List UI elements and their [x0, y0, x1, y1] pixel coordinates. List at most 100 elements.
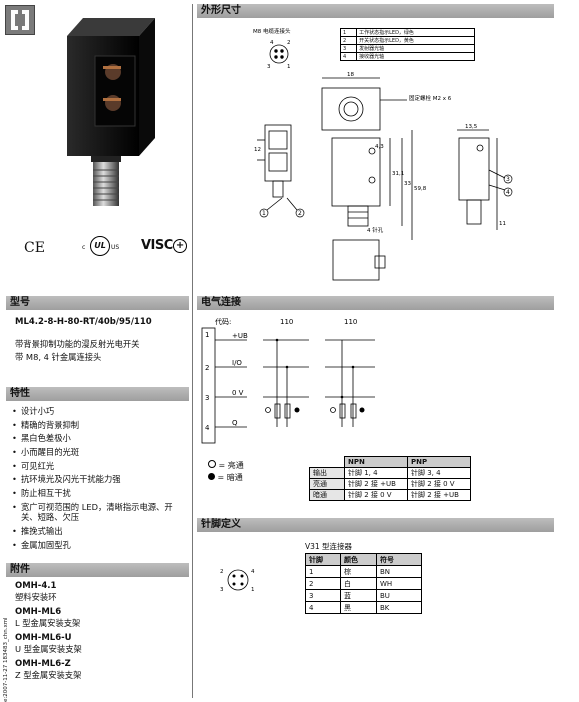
code-value-2: 110 — [344, 318, 357, 326]
feature-item: 防止相互干扰 — [10, 488, 180, 499]
section-header-electrical: 电气连接 — [197, 296, 554, 310]
section-header-features: 特性 — [6, 387, 189, 401]
model-desc-1: 带背景抑制功能的漫反射光电开关 — [15, 339, 140, 349]
dim-12: 12 — [254, 147, 261, 153]
company-logo — [5, 5, 35, 35]
pin-diag-label: 1 — [251, 587, 255, 593]
dim-31-1: 31,1 — [392, 171, 404, 177]
dim-33: 33 — [404, 181, 411, 187]
feature-item: 黑白色差极小 — [10, 433, 180, 444]
table-row: NPN PNP — [309, 456, 471, 468]
table-header: 颜色 — [340, 553, 377, 566]
ul-us-label: US — [111, 244, 120, 251]
visc-mark: VISC+ — [141, 238, 187, 254]
table-cell: 针脚 2 接 +UB — [344, 478, 408, 490]
table-cell: 黑 — [340, 601, 377, 614]
pin-number: 1 — [205, 331, 209, 339]
side-date-text: e:2007-11-27 183483_chn.xml — [3, 617, 9, 702]
table-row: 输出 针脚 1, 4 针脚 3, 4 — [309, 467, 471, 479]
legend-on-text: = 亮通 — [218, 461, 244, 470]
ul-c-label: c — [82, 244, 86, 251]
leader-1: 1 — [262, 210, 266, 217]
circle-filled-icon — [208, 473, 215, 480]
feature-list: 设计小巧 精确的背景抑制 黑白色差极小 小而醒目的光斑 可见红光 抗环境光及闪光… — [10, 406, 180, 553]
feature-item: 抗环境光及闪光干扰能力强 — [10, 474, 180, 485]
accessory-desc: 塑料安装环 — [15, 592, 57, 602]
table-header: NPN — [344, 456, 408, 468]
pin-diag-label: 3 — [220, 587, 224, 593]
connector-title: V31 型连接器 — [305, 542, 353, 551]
dim-11: 11 — [499, 221, 506, 227]
leader-4: 4 — [506, 189, 510, 196]
dimension-drawing: 1 2 3 4 M8 电缆连接头 4 2 3 1 固定螺栓 M2 x 6 18 … — [253, 27, 513, 281]
section-header-dimensions: 外形尺寸 — [197, 4, 554, 18]
ul-circle: UL — [90, 236, 110, 256]
feature-item: 宽广可视范围的 LED，清晰指示电源、开关、短路、欠压 — [10, 502, 180, 523]
table-cell: WH — [376, 577, 422, 590]
accessory-desc: Z 型金属安装支架 — [15, 670, 82, 680]
accessory-code: OMH-ML6 — [15, 607, 62, 617]
code-value-1: 110 — [280, 318, 293, 326]
ce-mark: CE — [24, 240, 45, 256]
m8-connector-label: M8 电缆连接头 — [253, 27, 291, 35]
accessory-desc: U 型金属安装支架 — [15, 644, 82, 654]
leader-2: 2 — [298, 210, 302, 217]
table-cell: 2 — [305, 577, 341, 590]
table-cell: 棕 — [340, 565, 377, 578]
accessory-code: OMH-4.1 — [15, 581, 57, 591]
product-photo — [67, 18, 155, 206]
table-cell: 针脚 2 接 0 V — [407, 478, 471, 490]
dim-13-5: 13,5 — [465, 124, 478, 130]
table-cell: BN — [376, 565, 422, 578]
pin-label: I/O — [232, 359, 242, 367]
dim-4-3: 4,3 — [375, 144, 384, 150]
connector-pin-diagram: 2 4 1 3 — [220, 569, 255, 593]
column-divider — [192, 4, 193, 698]
table-cell: 4 — [305, 601, 341, 614]
leader-3: 3 — [506, 176, 510, 183]
ul-mark: c UL US — [82, 236, 124, 256]
npn-pnp-table: NPN PNP 输出 针脚 1, 4 针脚 3, 4 亮通 针脚 2 接 +UB… — [309, 456, 471, 501]
table-cell: 针脚 2 接 0 V — [344, 489, 408, 501]
section-header-model: 型号 — [6, 296, 189, 310]
model-desc-2: 带 M8, 4 针金属连接头 — [15, 352, 102, 362]
legend-num: 4 — [339, 52, 358, 61]
m8-pin-4: 4 — [270, 40, 274, 46]
accessory-desc: L 型金属安装支架 — [15, 618, 81, 628]
table-cell: 针脚 2 接 +UB — [407, 489, 471, 501]
table-header: 针脚 — [305, 553, 341, 566]
pin-label: 0 V — [232, 389, 244, 397]
dim-18: 18 — [347, 72, 354, 78]
feature-item: 可见红光 — [10, 461, 180, 472]
pin-number: 4 — [205, 424, 210, 432]
feature-item: 设计小巧 — [10, 406, 180, 417]
mount-screw-label: 固定螺栓 M2 x 6 — [409, 94, 452, 102]
wiring-diagram: 代码: 110 110 1 2 3 4 +UB I/O 0 V Q — [201, 317, 375, 444]
pin-number: 3 — [205, 394, 209, 402]
table-header — [309, 456, 345, 468]
table-cell: 1 — [305, 565, 341, 578]
pin-diag-label: 4 — [251, 569, 255, 575]
dim-59-8: 59,8 — [414, 186, 427, 192]
hole-label: 4 针孔 — [367, 226, 384, 234]
model-code: ML4.2-8-H-80-RT/40b/95/110 — [15, 317, 152, 327]
table-cell: 输出 — [309, 467, 345, 479]
table-row: 亮通 针脚 2 接 +UB 针脚 2 接 0 V — [309, 478, 471, 490]
circle-open-icon — [208, 460, 216, 468]
pin-label: Q — [232, 419, 238, 427]
section-header-accessories: 附件 — [6, 563, 189, 577]
visc-plus-icon: + — [172, 239, 187, 253]
visc-label: VISC — [141, 238, 173, 253]
accessory-list: OMH-4.1 塑料安装环 OMH-ML6 L 型金属安装支架 OMH-ML6-… — [15, 581, 185, 685]
pin-number: 2 — [205, 364, 209, 372]
table-cell: 暗通 — [309, 489, 345, 501]
pin-label: +UB — [232, 332, 248, 340]
feature-item: 精确的背景抑制 — [10, 420, 180, 431]
m8-pin-1: 1 — [287, 64, 291, 70]
